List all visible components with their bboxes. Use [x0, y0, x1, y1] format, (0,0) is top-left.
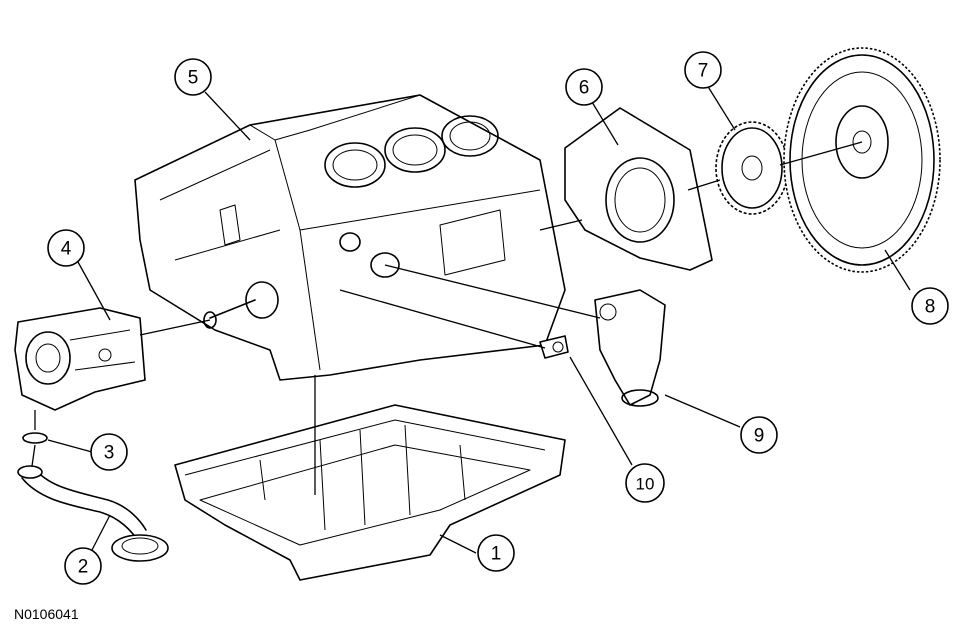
flexplate: [783, 47, 941, 273]
callout-label: 4: [61, 239, 72, 260]
callout-5: 5: [174, 58, 212, 96]
callout-label: 5: [188, 68, 199, 89]
callout-9: 9: [740, 416, 778, 454]
callout-label: 3: [104, 443, 115, 464]
callout-6: 6: [565, 68, 603, 106]
callout-8: 8: [911, 287, 949, 325]
oil-pan: [174, 404, 566, 581]
callout-label: 10: [636, 475, 655, 494]
callout-label: 8: [925, 297, 936, 318]
callout-2: 2: [64, 547, 102, 585]
callout-label: 2: [78, 557, 89, 578]
engine-block: [134, 94, 566, 381]
figure-id: N0106041: [14, 606, 79, 622]
callout-7: 7: [684, 51, 722, 89]
oil-pump: [14, 307, 146, 411]
alignment-lines: [31, 141, 863, 495]
oil-pickup-tube: [17, 465, 169, 562]
pickup-tube-gasket: [22, 432, 48, 444]
flexplate-adapter: [715, 121, 789, 215]
callout-10: 10: [625, 463, 665, 503]
callout-1: 1: [477, 534, 515, 572]
callout-label: 6: [579, 78, 590, 99]
rear-main-seal-cover: [564, 107, 713, 271]
oil-filter-adapter: [594, 289, 666, 407]
callout-4: 4: [47, 229, 85, 267]
callout-label: 1: [491, 544, 502, 565]
callout-label: 7: [698, 61, 709, 82]
oil-pressure-sensor: [539, 335, 569, 359]
callout-3: 3: [90, 433, 128, 471]
callout-leaders: [47, 84, 911, 554]
callout-label: 9: [754, 426, 765, 447]
